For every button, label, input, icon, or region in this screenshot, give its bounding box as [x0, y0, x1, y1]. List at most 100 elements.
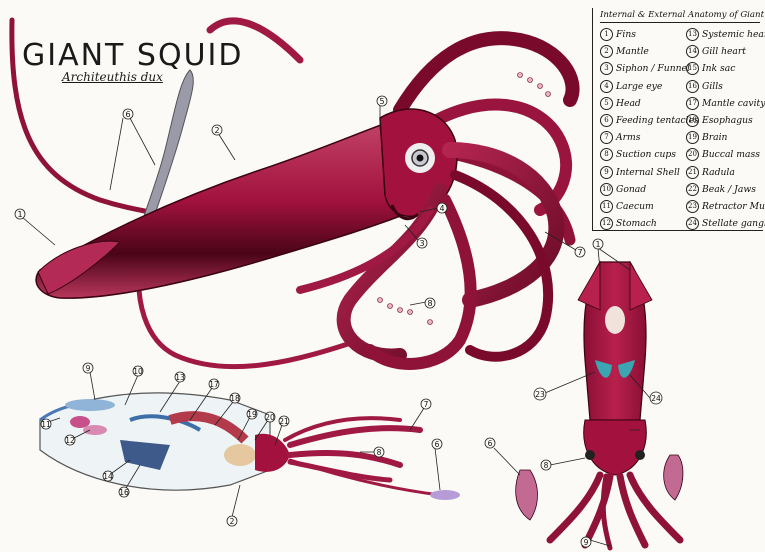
- callout-label: 8: [377, 448, 382, 457]
- ventral-arms: [550, 475, 680, 548]
- callout-gills: 16: [119, 487, 129, 497]
- callout-label: 23: [535, 390, 545, 399]
- legend-item-number: 15: [686, 62, 699, 75]
- callout-label: 7: [577, 248, 582, 257]
- legend-item: 22Beak / Jaws: [686, 183, 765, 200]
- ventral-funnel: [605, 306, 625, 334]
- legend-item-number: 13: [686, 28, 699, 41]
- callout-internal-suction: 8: [374, 447, 384, 457]
- legend-item-number: 10: [600, 183, 613, 196]
- callout-label: 19: [247, 410, 257, 419]
- legend-item-label: Fins: [616, 29, 636, 40]
- callout-internal-mantle: 2: [227, 516, 237, 526]
- callout-label: 16: [119, 488, 129, 497]
- callout-label: 17: [209, 380, 219, 389]
- legend-item-label: Radula: [702, 167, 735, 178]
- callout-gill-heart: 14: [103, 471, 113, 481]
- legend-item-number: 3: [600, 62, 613, 75]
- legend-item-number: 18: [686, 114, 699, 127]
- legend-item-number: 12: [600, 217, 613, 230]
- callout-label: 12: [65, 436, 75, 445]
- legend-item-number: 6: [600, 114, 613, 127]
- callout-gonad: 10: [133, 366, 143, 376]
- legend-item-label: Stomach: [616, 218, 657, 229]
- legend-item: 17Mantle cavity: [686, 97, 765, 114]
- ventral-eye-right: [635, 450, 645, 460]
- eye-pupil: [417, 155, 424, 162]
- legend-item-number: 22: [686, 183, 699, 196]
- legend-item-label: Caecum: [616, 201, 654, 212]
- legend-item-label: Head: [616, 98, 641, 109]
- legend-item-label: Mantle: [616, 46, 649, 57]
- callout-label: 10: [133, 367, 143, 376]
- callout-label: 9: [86, 364, 91, 373]
- legend-item-number: 1: [600, 28, 613, 41]
- callout-brain: 19: [247, 409, 257, 419]
- legend-column-right: 13Systemic heart14Gill heart15Ink sac16G…: [686, 28, 765, 234]
- callout-label: 7: [424, 400, 429, 409]
- legend-item-label: Ink sac: [702, 63, 735, 74]
- legend-item-number: 24: [686, 217, 699, 230]
- callout-label: 18: [230, 394, 240, 403]
- callout-label: 11: [41, 420, 51, 429]
- ventral-view-illustration: [516, 262, 683, 548]
- legend-item-label: Siphon / Funnel: [616, 63, 690, 74]
- legend-item: 16Gills: [686, 80, 765, 97]
- legend-item: 5Head: [600, 97, 699, 114]
- callout-internal-shell: 9: [83, 363, 93, 373]
- legend-item-number: 9: [600, 166, 613, 179]
- main-squid-illustration: [12, 20, 573, 367]
- legend-item: 8Suction cups: [600, 148, 699, 165]
- callout-ventral-suction: 8: [541, 460, 551, 470]
- caecum-shape: [70, 416, 90, 428]
- legend-item-label: Mantle cavity: [702, 98, 765, 109]
- callout-suction: 8: [425, 298, 435, 308]
- legend-item-label: Brain: [702, 132, 727, 143]
- callout-label: 21: [279, 417, 289, 426]
- legend-item-number: 20: [686, 148, 699, 161]
- legend-item-label: Large eye: [616, 81, 662, 92]
- callout-ventral-fins: 1: [593, 239, 603, 249]
- legend-item-label: Systemic heart: [702, 29, 765, 40]
- legend-item: 11Caecum: [600, 200, 699, 217]
- ventral-head: [584, 420, 647, 475]
- callout-label: 9: [584, 538, 589, 547]
- legend-item: 2Mantle: [600, 45, 699, 62]
- legend-item-number: 21: [686, 166, 699, 179]
- legend-title: Internal & External Anatomy of Giant Squ…: [600, 10, 760, 23]
- callout-buccal-mass: 20: [265, 412, 275, 422]
- legend-item-label: Stellate ganglion: [702, 218, 765, 229]
- legend-item-number: 23: [686, 200, 699, 213]
- callout-label: 8: [427, 299, 432, 308]
- legend-item-label: Arms: [616, 132, 640, 143]
- legend-item-label: Gills: [702, 81, 723, 92]
- legend-item: 3Siphon / Funnel: [600, 62, 699, 79]
- arm-back-3: [210, 21, 300, 60]
- callout-internal-arms: 7: [421, 399, 431, 409]
- callout-label: 8: [544, 461, 549, 470]
- legend-item-label: Gonad: [616, 184, 646, 195]
- ventral-club-left: [516, 470, 538, 520]
- legend-item: 10Gonad: [600, 183, 699, 200]
- ventral-eye-left: [585, 450, 595, 460]
- callout-label: 1: [596, 240, 601, 249]
- callout-eye: 4: [437, 203, 447, 213]
- buccal-shape: [224, 444, 256, 466]
- legend-item-label: Suction cups: [616, 149, 676, 160]
- legend-item-label: Esophagus: [702, 115, 753, 126]
- legend-item-label: Buccal mass: [702, 149, 760, 160]
- callout-label: 1: [17, 210, 22, 219]
- callout-retractor-muscle: 23: [534, 388, 546, 400]
- callout-mantle: 2: [212, 125, 222, 135]
